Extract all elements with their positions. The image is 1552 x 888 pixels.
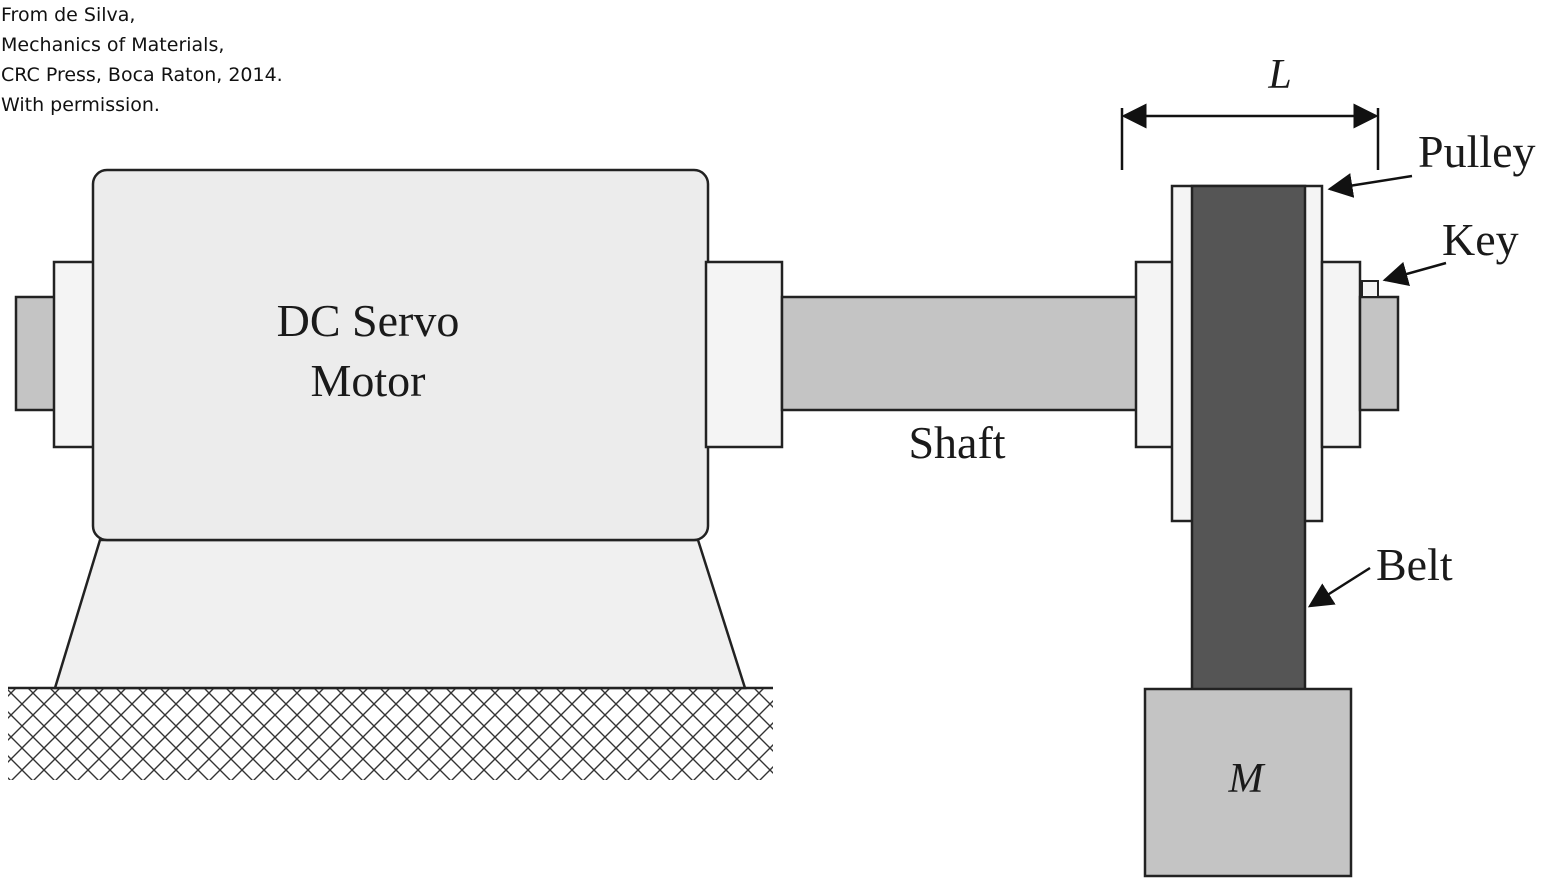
mass-block [1143, 687, 1353, 878]
shaft-right-end [1358, 295, 1400, 412]
motor-base [53, 538, 747, 690]
key-leader-arrow [1382, 261, 1447, 287]
credit-line-2: Mechanics of Materials, [1, 34, 225, 56]
shaft [780, 295, 1140, 412]
belt-label: Belt [1376, 539, 1453, 590]
length-label: L [1267, 52, 1291, 98]
pulley-leader-arrow [1327, 173, 1413, 198]
mass-label: M [1228, 756, 1266, 802]
key [1361, 280, 1379, 298]
motor-left-shaft-end [14, 295, 58, 412]
credit-line-1: From de Silva, [1, 4, 136, 26]
shaft-label: Shaft [908, 417, 1005, 468]
belt [1190, 184, 1307, 693]
belt-leader-arrow [1307, 566, 1371, 608]
motor-right-collar [704, 260, 784, 449]
key-label: Key [1442, 214, 1519, 265]
pulley-label: Pulley [1418, 126, 1536, 177]
pulley-left-collar [1134, 260, 1176, 449]
credit-text: From de Silva, Mechanics of Materials, C… [1, 0, 283, 120]
credit-line-4: With permission. [1, 94, 160, 116]
pulley-right-collar [1320, 260, 1362, 449]
motor-label-line2: Motor [311, 355, 426, 406]
ground [8, 688, 773, 780]
motor-left-collar [52, 260, 96, 449]
motor-label-line1: DC Servo [277, 295, 460, 346]
credit-line-3: CRC Press, Boca Raton, 2014. [1, 64, 283, 86]
